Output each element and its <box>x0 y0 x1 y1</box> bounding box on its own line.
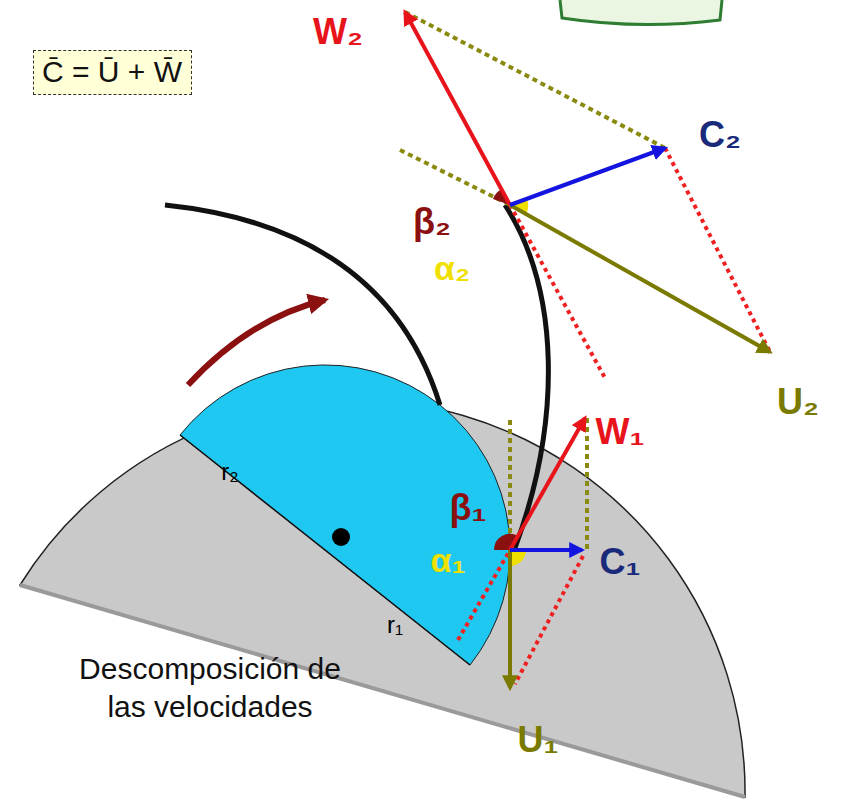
vector-label: U₁ <box>518 722 559 758</box>
construction-line <box>515 556 583 684</box>
velocity-vector <box>510 418 585 550</box>
formula-box: C̄ = Ū + W̄ <box>33 50 192 95</box>
construction-line <box>458 550 510 640</box>
vector-label: U₂ <box>777 384 819 420</box>
velocity-vector <box>405 12 510 205</box>
angle-label: β₁ <box>450 490 487 526</box>
construction-line <box>585 418 589 552</box>
center-dot <box>332 528 350 546</box>
velocity-vector <box>510 548 582 552</box>
cut-off-panel <box>560 0 722 25</box>
impeller-hub <box>180 365 510 665</box>
caption: Descomposición de las velocidades <box>60 650 360 725</box>
disc-edge <box>20 585 745 797</box>
radius-label: r₁ <box>387 613 403 637</box>
angle-label: α₁ <box>431 543 466 577</box>
velocity-vector <box>508 550 512 688</box>
vector-label: W₂ <box>313 14 363 50</box>
angle-alpha <box>510 550 526 566</box>
construction-line <box>508 420 512 548</box>
rotation-arrow <box>188 300 325 385</box>
radius-line <box>180 435 470 665</box>
velocity-vector <box>510 205 770 352</box>
vector-label: W₁ <box>596 414 645 450</box>
radius-label: r₂ <box>221 460 238 484</box>
angle-label: β₂ <box>413 204 451 240</box>
formula: C̄ = Ū + W̄ <box>42 55 183 90</box>
vector-label: C₁ <box>600 544 641 580</box>
angle-label: α₂ <box>434 251 470 285</box>
blade <box>165 205 440 405</box>
velocity-vector <box>510 148 665 205</box>
vector-label: C₂ <box>699 117 741 153</box>
